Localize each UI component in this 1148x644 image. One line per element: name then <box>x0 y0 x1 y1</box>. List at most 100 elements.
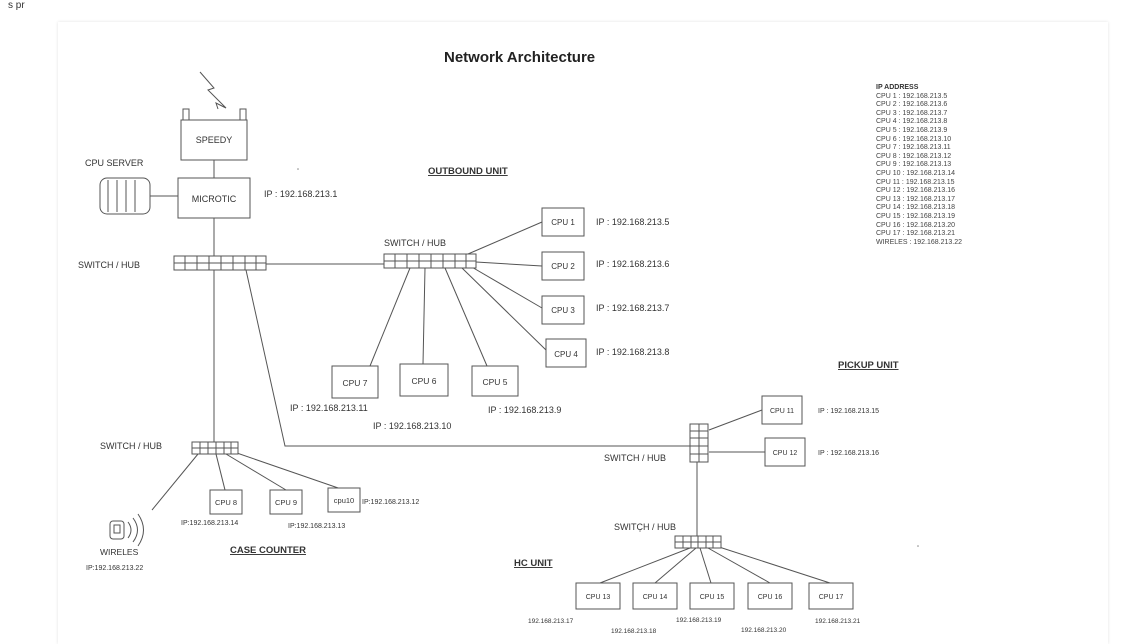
cpu8-node: CPU 8 <box>209 489 243 515</box>
ip-entry: CPU 14 : 192.168.213.18 <box>876 204 956 212</box>
cpu10-label: cpu10 <box>334 496 354 505</box>
cpu1-ip: IP : 192.168.213.5 <box>596 217 669 227</box>
cpu6-node: CPU 6 <box>399 363 449 397</box>
wireless-label: WIRELES <box>100 547 139 557</box>
cpu15-label: CPU 15 <box>700 594 725 601</box>
cpu7-node: CPU 7 <box>331 365 379 399</box>
ip-entry: CPU 1 : 192.168.213.5 <box>876 92 948 100</box>
cpu-server-label: CPU SERVER <box>85 158 144 168</box>
outbound-switch-label: SWITCH / HUB <box>384 238 446 248</box>
speck-mark <box>297 168 299 170</box>
speck-mark <box>639 530 641 532</box>
cpu11-label: CPU 11 <box>770 408 794 415</box>
cpu6-ip: IP : 192.168.213.10 <box>373 421 451 431</box>
ip-entry: CPU 5 : 192.168.213.9 <box>876 126 948 134</box>
cpu10-ip: IP:192.168.213.12 <box>362 499 419 506</box>
cpu2-node: CPU 2 <box>541 251 585 281</box>
cpu9-node: CPU 9 <box>269 489 303 515</box>
cpu3-label: CPU 3 <box>551 306 575 315</box>
cpu13-node: CPU 13 <box>575 582 621 610</box>
ip-entry: CPU 2 : 192.168.213.6 <box>876 101 948 109</box>
ip-entry: CPU 12 : 192.168.213.16 <box>876 187 956 195</box>
hc-unit-label: HC UNIT <box>514 558 553 569</box>
cpu4-ip: IP : 192.168.213.8 <box>596 347 669 357</box>
link-cpu2 <box>475 261 543 267</box>
antenna-left-icon <box>182 108 190 122</box>
pickup-switch <box>689 423 709 463</box>
ip-entry: CPU 13 : 192.168.213.17 <box>876 195 956 203</box>
cpu15-node: CPU 15 <box>689 582 735 610</box>
cpu16-label: CPU 16 <box>758 594 783 601</box>
ip-entry: CPU 9 : 192.168.213.13 <box>876 161 952 169</box>
cpu12-node: CPU 12 <box>764 437 806 467</box>
cpu6-label: CPU 6 <box>411 376 436 386</box>
cpu14-node: CPU 14 <box>632 582 678 610</box>
cpu5-label: CPU 5 <box>482 377 507 387</box>
outbound-unit-label: OUTBOUND UNIT <box>428 166 508 177</box>
link-cpu11 <box>708 409 763 431</box>
cpu4-node: CPU 4 <box>545 338 587 368</box>
cpu7-ip: IP : 192.168.213.11 <box>290 403 368 413</box>
cpu2-label: CPU 2 <box>551 262 575 271</box>
link-cpu7 <box>369 267 411 367</box>
cpu17-node: CPU 17 <box>808 582 854 610</box>
link-cpu13 <box>599 547 691 584</box>
cpu17-ip: 192.168.213.21 <box>815 618 861 625</box>
link-cpu17 <box>715 545 831 584</box>
pickup-switch-label: SWITCH / HUB <box>604 453 666 463</box>
cpu12-ip: IP : 192.168.213.16 <box>818 450 879 457</box>
cpu12-label: CPU 12 <box>773 450 798 457</box>
cpu9-ip: IP:192.168.213.13 <box>288 523 345 530</box>
microtic-label: MICROTIC <box>192 194 237 204</box>
hc-switch <box>674 535 722 549</box>
link-cpu1 <box>467 221 543 255</box>
cpu5-ip: IP : 192.168.213.9 <box>488 405 561 415</box>
cpu17-label: CPU 17 <box>819 594 844 601</box>
hc-switch-label: SWITCH / HUB <box>614 522 676 532</box>
cpu15-ip: 192.168.213.19 <box>676 617 722 624</box>
microtic-ip: IP : 192.168.213.1 <box>264 189 337 199</box>
ip-entry: CPU 11 : 192.168.213.15 <box>876 178 955 186</box>
ip-address-list: IP ADDRESS CPU 1 : 192.168.213.5 CPU 2 :… <box>876 84 1076 247</box>
server-icon <box>99 177 151 215</box>
ip-entry: CPU 16 : 192.168.213.20 <box>876 221 956 229</box>
cpu5-node: CPU 5 <box>471 365 519 397</box>
cpu14-ip: 192.168.213.18 <box>611 628 657 635</box>
cpu1-label: CPU 1 <box>551 218 575 227</box>
main-switch <box>173 255 267 271</box>
ip-address-heading: IP ADDRESS <box>876 84 919 91</box>
link-cpu16 <box>707 547 771 584</box>
ip-entry: CPU 10 : 192.168.213.14 <box>876 169 956 177</box>
link-cpu10 <box>233 451 345 491</box>
speck-mark <box>917 545 919 547</box>
link-cpu4 <box>461 267 547 351</box>
cpu8-ip: IP:192.168.213.14 <box>181 520 238 527</box>
case-switch-label: SWITCH / HUB <box>100 441 162 451</box>
cpu4-label: CPU 4 <box>554 350 578 359</box>
cpu9-label: CPU 9 <box>275 498 297 507</box>
cpu2-ip: IP : 192.168.213.6 <box>596 259 669 269</box>
case-switch <box>191 441 239 455</box>
diagram-title: Network Architecture <box>444 49 596 66</box>
ip-entry: CPU 4 : 192.168.213.8 <box>876 118 948 126</box>
ip-entry: CPU 7 : 192.168.213.11 <box>876 144 951 152</box>
ip-entry: CPU 15 : 192.168.213.19 <box>876 212 956 220</box>
cpu13-label: CPU 13 <box>586 594 611 601</box>
cpu13-ip: 192.168.213.17 <box>528 618 574 625</box>
ip-entry: CPU 3 : 192.168.213.7 <box>876 109 948 117</box>
cpu11-ip: IP : 192.168.213.15 <box>818 408 879 415</box>
cpu16-ip: 192.168.213.20 <box>741 627 787 634</box>
ip-entry: CPU 6 : 192.168.213.10 <box>876 135 952 143</box>
speedy-router <box>180 119 248 161</box>
wireless-ip: IP:192.168.213.22 <box>86 565 143 572</box>
link-cpu8 <box>215 453 226 491</box>
link-cpu5 <box>444 267 488 367</box>
cpu11-node: CPU 11 <box>761 395 803 425</box>
case-counter-label: CASE COUNTER <box>230 545 306 556</box>
ip-entry: WIRELES : 192.168.213.22 <box>876 238 962 246</box>
lightning-icon <box>199 71 227 110</box>
link-wireless <box>151 453 199 511</box>
link-cpu14 <box>654 547 697 584</box>
ip-entry: CPU 8 : 192.168.213.12 <box>876 152 952 160</box>
antenna-right-icon <box>239 108 247 122</box>
